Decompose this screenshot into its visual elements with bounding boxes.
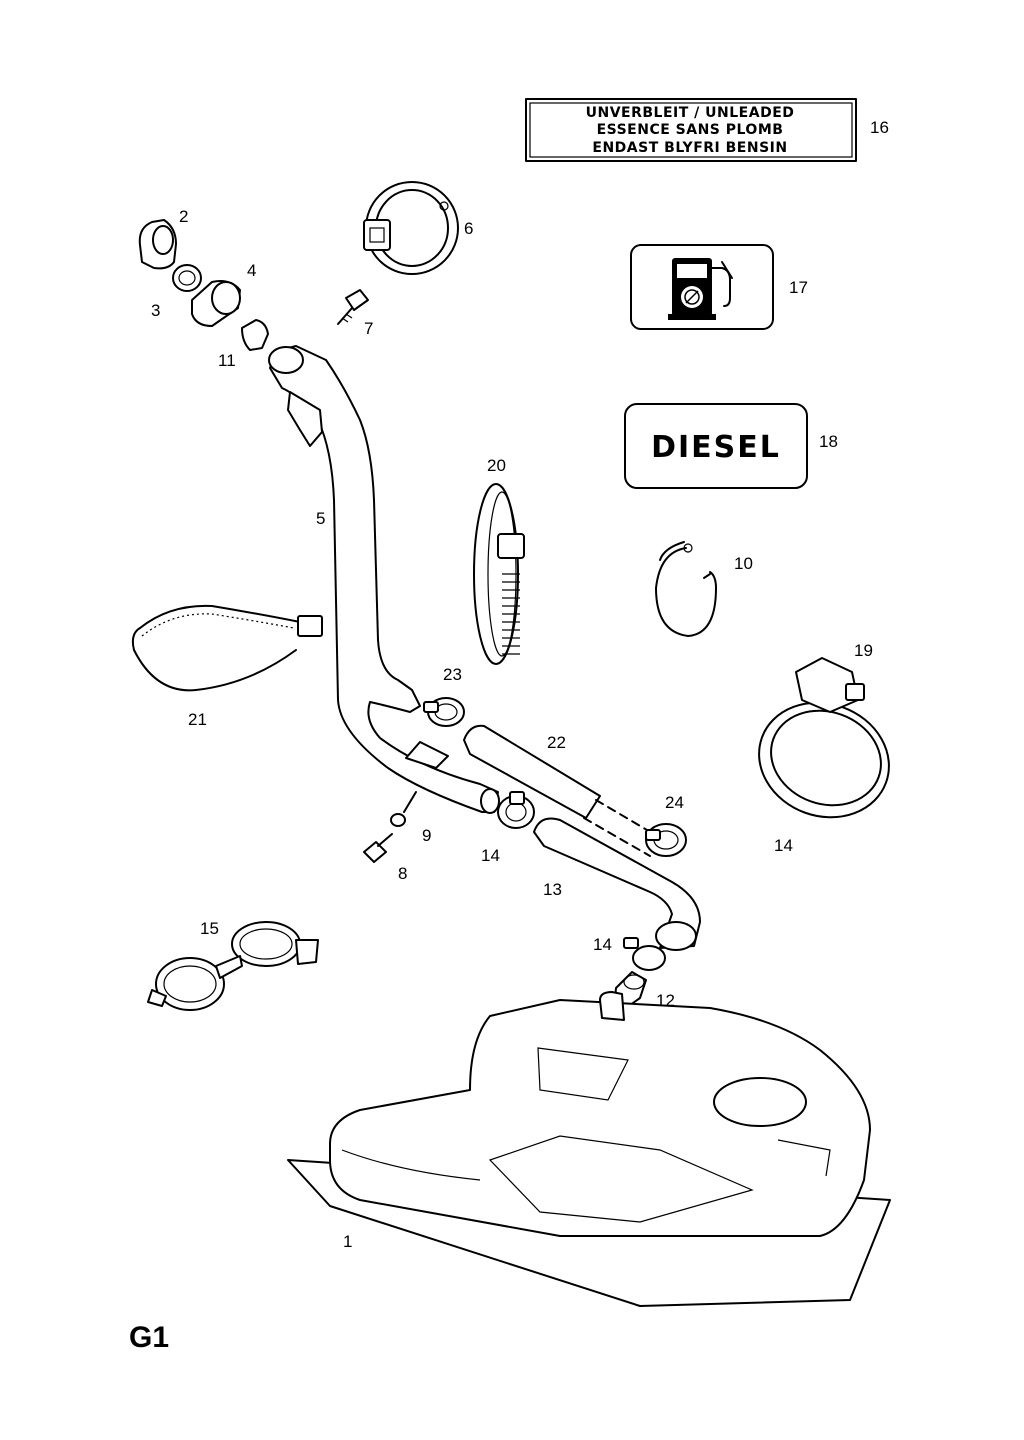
fuel-tank-part (287, 991, 891, 1307)
callout-1: 1 (343, 1232, 352, 1251)
callout-7: 7 (364, 319, 373, 338)
unleaded-label-line-3: ENDAST BLYFRI BENSIN (592, 140, 787, 156)
page-code: G1 (129, 1321, 169, 1354)
diesel-sticker-part: DIESEL (624, 403, 808, 489)
hose-clamp-part (473, 483, 525, 665)
callout-18: 18 (819, 432, 838, 451)
filler-neck-pipe-part (268, 345, 500, 814)
filler-hose-part (533, 817, 701, 951)
callout-11: 11 (218, 351, 236, 370)
bolt-part (337, 289, 369, 325)
callout-20: 20 (487, 456, 506, 475)
callout-9: 9 (422, 826, 431, 845)
callout-13: 13 (543, 880, 562, 899)
callout-12: 12 (656, 991, 675, 1010)
callout-6: 6 (464, 219, 473, 238)
callout-14-right: 14 (774, 836, 793, 855)
ring-seal-part (172, 264, 202, 292)
callout-14-mid: 14 (481, 846, 500, 865)
diesel-label: DIESEL (651, 430, 781, 465)
spring-ring-part (655, 541, 717, 637)
callout-24: 24 (665, 793, 684, 812)
callout-23: 23 (443, 665, 462, 684)
small-hose-clip-lower (645, 823, 687, 857)
mounting-bolt-part (363, 833, 393, 863)
callout-21: 21 (188, 710, 207, 729)
filler-clamp-part (363, 181, 459, 275)
callout-3: 3 (151, 301, 160, 320)
fuel-pump-sticker-part (630, 244, 774, 330)
callout-5: 5 (316, 509, 325, 528)
callout-8: 8 (398, 864, 407, 883)
hose-clip-mid (497, 791, 535, 829)
callout-16: 16 (870, 118, 889, 137)
callout-19: 19 (854, 641, 873, 660)
grommet-part (191, 280, 241, 327)
fuel-pump-icon (668, 258, 733, 320)
small-hose-clip-upper (423, 697, 465, 727)
unleaded-label-line-2: ESSENCE SANS PLOMB (597, 122, 784, 138)
hose-clip-lower (623, 937, 666, 971)
callout-15: 15 (200, 919, 219, 938)
callout-22: 22 (547, 733, 566, 752)
callout-14-lower: 14 (593, 935, 612, 954)
vent-hose-part (463, 724, 665, 857)
callout-2: 2 (179, 207, 188, 226)
unleaded-label-part: UNVERBLEIT / UNLEADED ESSENCE SANS PLOMB… (525, 98, 857, 162)
unleaded-label-line-1: UNVERBLEIT / UNLEADED (586, 105, 795, 121)
double-clip-part (147, 921, 319, 1011)
worm-clamp-part (758, 657, 890, 819)
cable-tie-part (131, 604, 323, 692)
callout-10: 10 (734, 554, 753, 573)
valve-part (241, 319, 269, 351)
callout-4: 4 (247, 261, 256, 280)
washer-part (390, 813, 406, 827)
callout-17: 17 (789, 278, 808, 297)
cap-part (138, 219, 177, 270)
